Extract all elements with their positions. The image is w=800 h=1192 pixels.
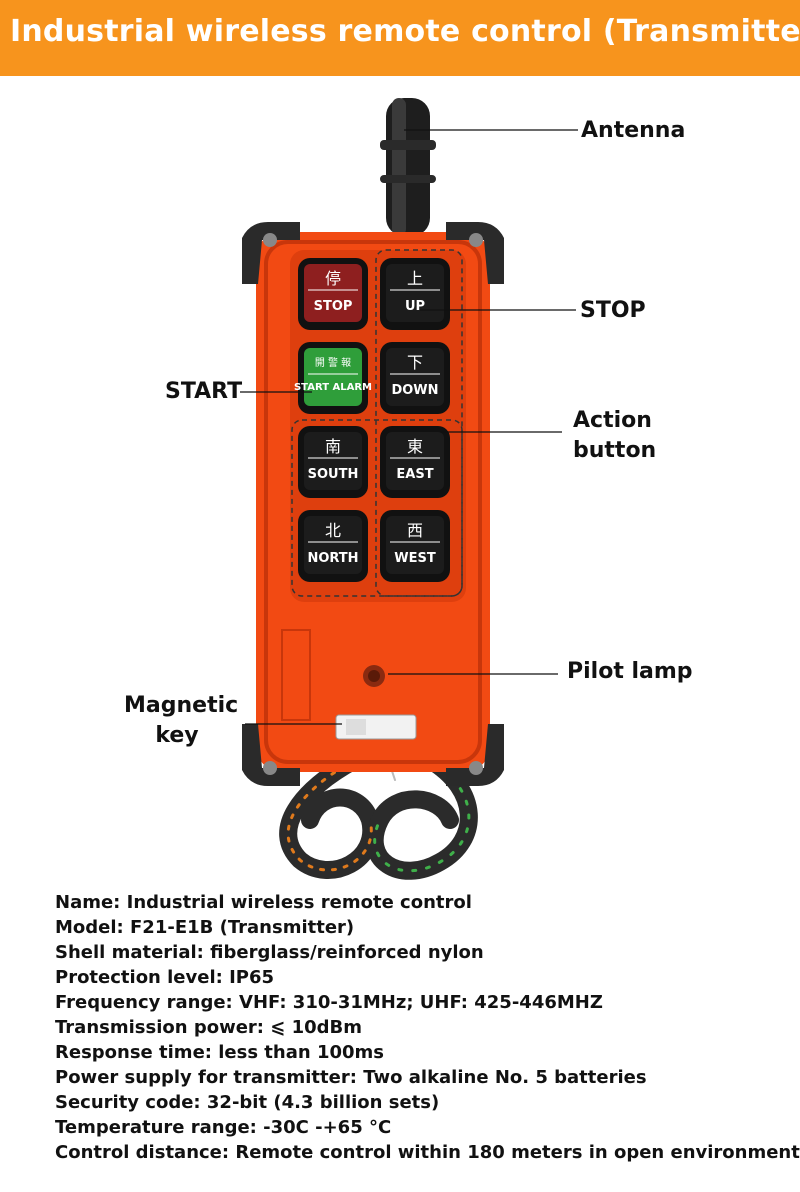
button-en-label: STOP [314,299,353,314]
spec-list: Name: Industrial wireless remote control… [55,890,800,1165]
spec-line: Shell material: fiberglass/reinforced ny… [55,942,484,963]
button-en-label: SOUTH [308,467,359,482]
button-start-alarm[interactable]: 開 警 報 START ALARM [294,342,372,414]
spec-line: Name: Industrial wireless remote control [55,892,472,913]
button-stop[interactable]: 停 STOP [298,258,368,330]
button-cn-label: 開 警 報 [315,356,351,369]
title-banner: Industrial wireless remote control (Tran… [0,0,800,76]
button-en-label: EAST [396,467,433,482]
pilot-lamp-icon [363,665,385,687]
button-en-label: NORTH [307,551,358,566]
button-cn-label: 上 [407,269,423,288]
callout-lines [240,129,578,725]
action-callout-line2: button [573,438,657,463]
remote-illustration: 停 STOP 上 UP 開 警 報 START ALARM 下 DOWN 南 SOUTH 東 EAST… [240,98,578,880]
button-en-label: UP [405,299,425,314]
spec-line: Security code: 32-bit (4.3 billion sets) [55,1092,440,1113]
button-grid: 停 STOP 上 UP 開 警 報 START ALARM 下 DOWN 南 SOUTH 東 EAST… [294,258,450,582]
magnetic-key-icon [335,714,417,740]
button-en-label: WEST [394,551,436,566]
banner-title: Industrial wireless remote control (Tran… [10,14,800,49]
pilot-lamp-callout: Pilot lamp [567,659,693,684]
magnetic-callout-line2: key [155,723,199,748]
button-north[interactable]: 北 NORTH [298,510,368,582]
button-en-label: START ALARM [294,382,372,393]
magnetic-callout-line1: Magnetic [124,693,239,718]
spec-line: Response time: less than 100ms [55,1042,385,1063]
button-east[interactable]: 東 EAST [380,426,450,498]
antenna-icon [380,98,436,236]
corner-bumpers [242,222,504,786]
button-cn-label: 停 [325,269,341,288]
button-cn-label: 南 [325,437,341,456]
button-south[interactable]: 南 SOUTH [298,426,368,498]
start-callout: START [165,379,243,404]
action-button-callout: Action button [573,406,656,466]
button-en-label: DOWN [391,383,438,398]
action-button-group-outline [375,249,463,597]
spec-line: Power supply for transmitter: Two alkali… [55,1067,647,1088]
button-west[interactable]: 西 WEST [380,510,450,582]
product-figure: 停 STOP 上 UP 開 警 報 START ALARM 下 DOWN 南 SOUTH 東 EAST… [0,76,800,886]
spec-line: Control distance: Remote control within … [55,1142,800,1163]
magnetic-key-callout: Magnetic key [124,691,239,751]
antenna-callout: Antenna [581,118,686,143]
stop-callout: STOP [580,298,646,323]
button-cn-label: 北 [325,521,341,540]
button-up[interactable]: 上 UP [380,258,450,330]
spec-line: Temperature range: -30C -+65 °C [55,1117,392,1138]
action-callout-line1: Action [573,408,652,433]
remote-housing [256,232,490,772]
button-cn-label: 東 [407,437,423,456]
lanyard-icon [279,734,478,880]
action-button-group-outline-lower [291,419,463,597]
button-cn-label: 下 [407,353,423,372]
button-cn-label: 西 [407,521,423,540]
spec-line: Model: F21-E1B (Transmitter) [55,917,355,938]
spec-line: Transmission power: ⩽ 10dBm [55,1017,363,1038]
button-down[interactable]: 下 DOWN [380,342,450,414]
spec-line: Frequency range: VHF: 310-31MHz; UHF: 42… [55,992,603,1013]
spec-line: Protection level: IP65 [55,967,275,988]
